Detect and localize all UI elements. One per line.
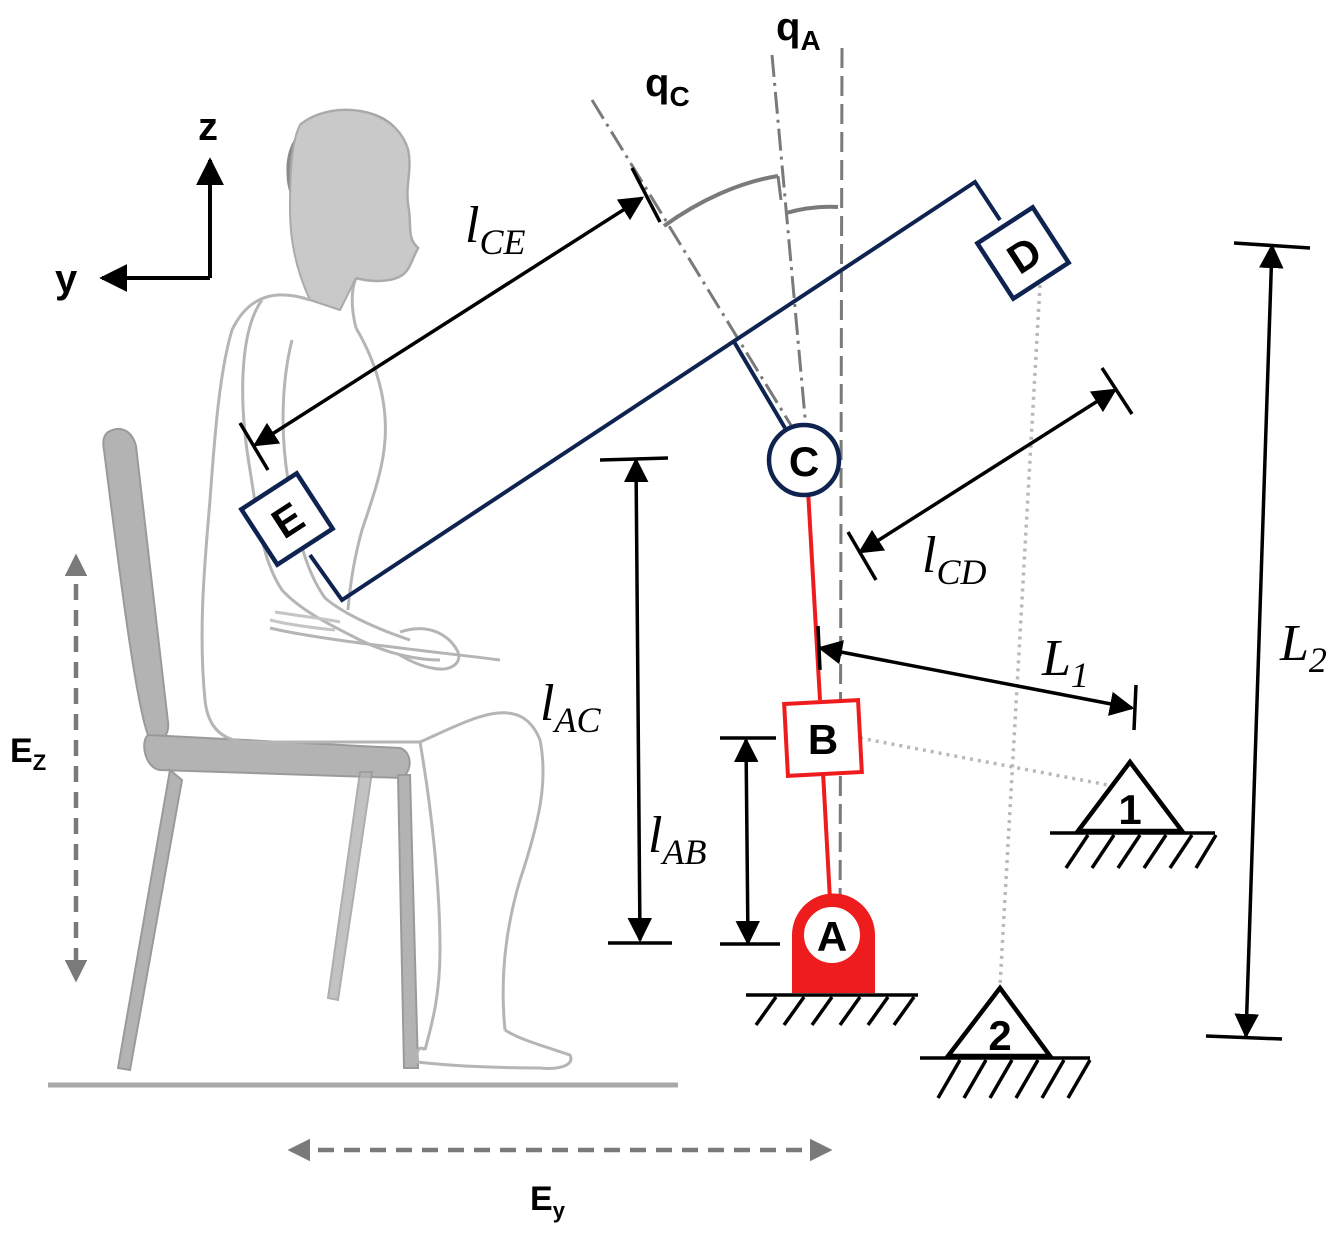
c-connector	[731, 338, 787, 430]
joint-a: A	[792, 893, 875, 993]
support-1-label: 1	[1118, 786, 1141, 833]
lab-label: lAB	[648, 807, 706, 872]
ac-extension-line	[770, 54, 810, 451]
angle-references	[590, 47, 844, 946]
l2-dimension	[1234, 243, 1284, 1039]
qc-angle-arc	[662, 174, 779, 228]
lce-dimension	[252, 196, 645, 447]
frame-outline	[308, 179, 1002, 603]
support-2-label: 2	[988, 1012, 1011, 1059]
joint-c: C	[766, 422, 842, 498]
joint-e: E	[238, 470, 336, 568]
ez-label: EZ	[10, 732, 46, 775]
lab-dimension	[733, 737, 761, 946]
qc-label: qC	[645, 61, 690, 112]
dotted-links	[859, 284, 1109, 986]
lcd-label: lCD	[922, 527, 986, 592]
d-to-support-2-link	[998, 284, 1042, 986]
support-1: 1	[1073, 758, 1187, 834]
link-ba	[821, 771, 832, 901]
l2-label: L2	[1279, 615, 1327, 680]
chair	[102, 427, 420, 1072]
qc-reference-line	[590, 99, 802, 441]
lcd-dimension	[857, 388, 1118, 554]
l1-label: L1	[1041, 630, 1089, 695]
upper-frame	[308, 179, 1002, 603]
ground-2	[920, 1056, 1092, 1099]
support-2: 2	[943, 984, 1055, 1059]
vertical-reference-line	[838, 47, 844, 946]
joint-d: D	[974, 204, 1072, 302]
angle-labels: qC qA	[645, 5, 821, 112]
dimension-labels: lCE lCD lAC lAB L1 L2	[465, 197, 1327, 872]
lac-dimension	[623, 457, 653, 943]
ey-label: Ey	[530, 1180, 566, 1223]
red-link	[806, 489, 832, 901]
ground-1	[1050, 831, 1218, 869]
ground-a	[746, 993, 918, 1027]
lac-label: lAC	[540, 675, 601, 740]
b-to-support-1-link	[859, 736, 1109, 787]
offset-arrows: EZ Ey	[10, 553, 833, 1223]
lce-label: lCE	[465, 197, 525, 262]
joint-b: B	[782, 698, 864, 778]
l1-dimension	[817, 640, 1135, 716]
seated-person-figure	[48, 108, 678, 1088]
qa-label: qA	[776, 5, 821, 56]
joint-b-label: B	[808, 716, 838, 763]
joint-c-label: C	[789, 438, 819, 485]
y-axis-label: y	[55, 257, 78, 301]
coordinate-frame: z y	[55, 105, 224, 301]
dimension-lines	[238, 167, 1311, 1041]
qa-angle-arc	[785, 204, 839, 215]
joint-a-label: A	[817, 913, 847, 960]
z-axis-label: z	[198, 105, 218, 149]
